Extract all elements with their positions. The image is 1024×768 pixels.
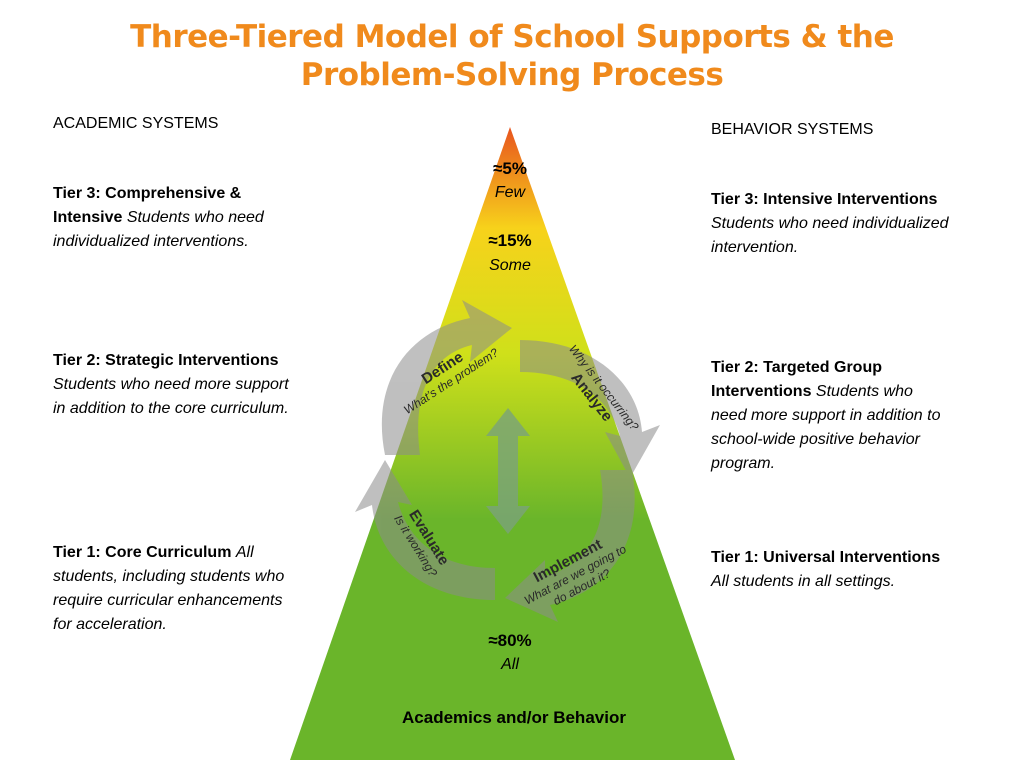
academic-tier-1: Tier 1: Core Curriculum All students, in… <box>53 541 293 637</box>
behavior-tier-1-desc: All students in all settings. <box>711 573 896 590</box>
bottom-tier-pct: ≈80% <box>488 631 531 650</box>
bottom-tier-word: All <box>500 656 519 673</box>
title-line-1: Three-Tiered Model of School Supports & … <box>130 19 894 55</box>
behavior-heading: BEHAVIOR SYSTEMS <box>711 121 874 138</box>
center-double-arrow <box>486 408 530 534</box>
define-arrow <box>381 300 512 455</box>
title-line-2: Problem-Solving Process <box>300 57 724 93</box>
behavior-tier-2: Tier 2: Targeted Group Interventions Stu… <box>711 356 951 476</box>
pyramid-base-label: Academics and/or Behavior <box>402 708 626 727</box>
academic-tier-2-desc: Students who need more support in additi… <box>53 376 289 417</box>
middle-tier-pct: ≈15% <box>488 231 531 250</box>
middle-tier-word: Some <box>489 257 531 274</box>
behavior-tier-3-desc: Students who need individualized interve… <box>711 215 949 256</box>
academic-tier-3-desc: Students who need individualized interve… <box>53 209 264 250</box>
behavior-tier-1: Tier 1: Universal Interventions All stud… <box>711 546 951 594</box>
behavior-tier-3-name: Tier 3: Intensive Interventions <box>711 191 938 208</box>
academic-tier-2-name: Tier 2: Strategic Interventions <box>53 352 279 369</box>
academic-tier-2: Tier 2: Strategic Interventions Students… <box>53 349 293 421</box>
evaluate-arrow <box>355 460 495 600</box>
academic-tier-3-name: Tier 3: Comprehensive & Intensive <box>53 185 242 226</box>
academic-tier-3: Tier 3: Comprehensive & Intensive Studen… <box>53 182 293 254</box>
behavior-tier-1-name: Tier 1: Universal Interventions <box>711 549 941 566</box>
implement-arrow <box>505 470 635 622</box>
academic-heading: ACADEMIC SYSTEMS <box>53 115 219 132</box>
analyze-arrow <box>520 340 660 478</box>
top-tier-word: Few <box>495 184 527 201</box>
behavior-tier-2-name: Tier 2: Targeted Group Interventions <box>711 359 882 400</box>
page-title: Three-Tiered Model of School Supports & … <box>0 18 1024 94</box>
behavior-tier-3: Tier 3: Intensive Interventions Students… <box>711 188 949 260</box>
top-tier-pct: ≈5% <box>493 159 527 178</box>
behavior-tier-2-desc: Students who need more support in additi… <box>711 383 941 472</box>
problem-solving-cycle <box>355 300 660 622</box>
academic-tier-1-desc: All students, including students who req… <box>53 544 285 633</box>
academic-tier-1-name: Tier 1: Core Curriculum <box>53 544 232 561</box>
